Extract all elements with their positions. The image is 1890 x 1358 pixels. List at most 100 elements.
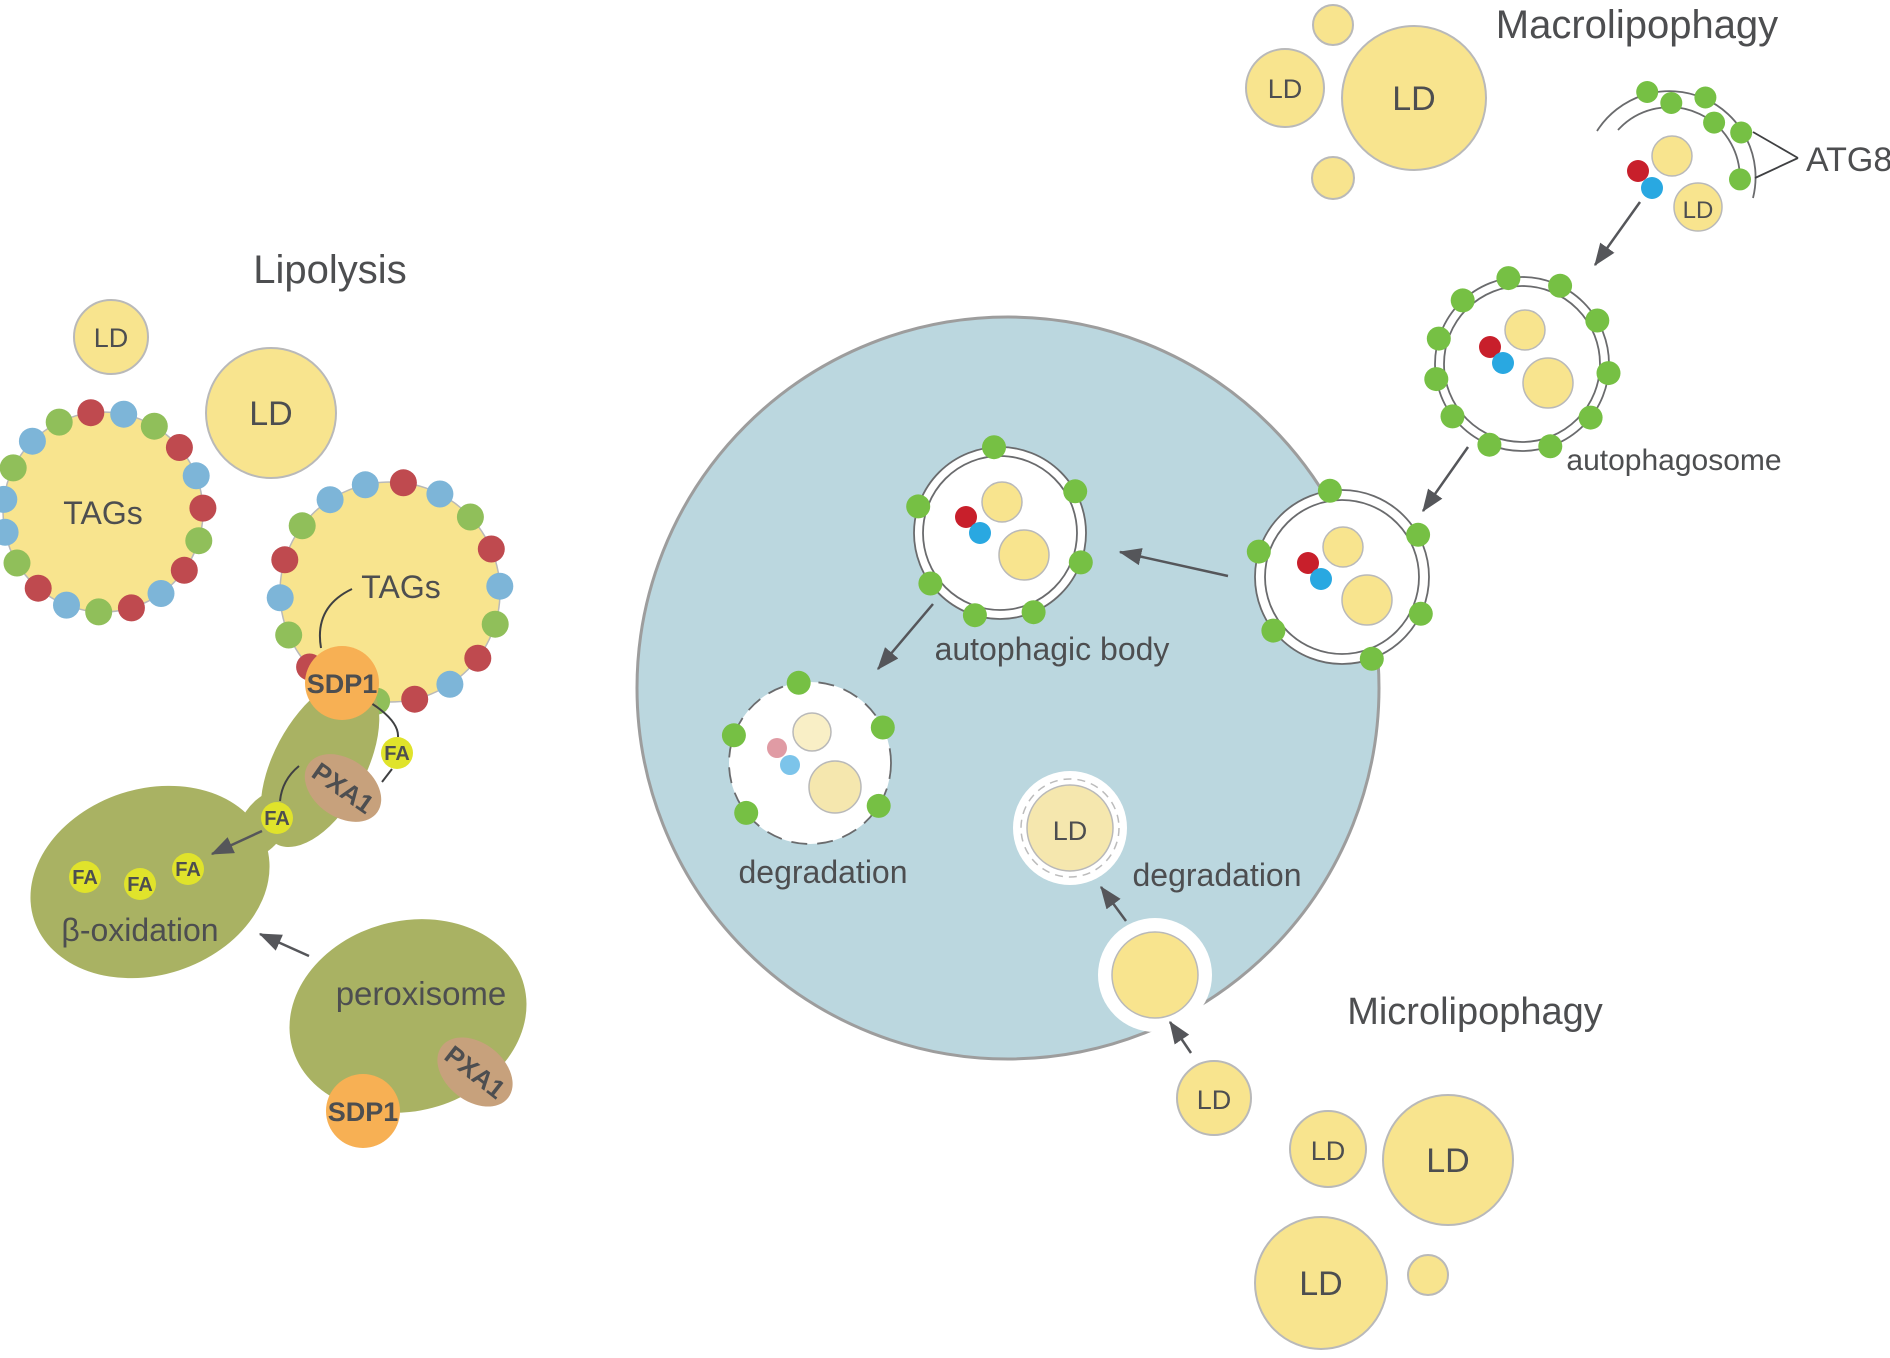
membrane-dot <box>351 471 379 499</box>
sdp1-label: SDP1 <box>307 669 378 699</box>
membrane-dot <box>456 503 484 531</box>
cargo-blue-dot <box>1310 568 1332 590</box>
lipid-droplet <box>1312 4 1354 46</box>
membrane-dot <box>117 594 145 622</box>
ld-label: LD <box>1197 1085 1232 1115</box>
cargo-red-dot <box>955 506 977 528</box>
membrane-dot <box>165 434 193 461</box>
membrane-dot <box>464 644 492 672</box>
tag-droplet-membrane <box>0 399 217 626</box>
lipid-droplet <box>1341 25 1487 171</box>
atg8-dot <box>1261 618 1286 643</box>
membrane-dot <box>147 580 175 607</box>
cargo-red-dot <box>1297 552 1319 574</box>
fa-label: FA <box>127 874 153 896</box>
atg8-dot <box>1440 404 1465 429</box>
arrow-fa-to-beta-oxidation <box>210 829 263 856</box>
vacuole <box>635 315 1381 1061</box>
membrane-dot <box>110 400 138 428</box>
membrane-dot <box>481 610 509 638</box>
membrane-dot <box>477 535 505 563</box>
lipid-droplet <box>808 760 862 814</box>
tags-label: TAGs <box>63 495 142 531</box>
lipolysis-title: Lipolysis <box>253 248 406 292</box>
fa-molecule <box>172 853 204 885</box>
ld-label: LD <box>1426 1142 1469 1180</box>
lipid-droplet <box>1504 309 1546 351</box>
atg8-dot <box>1450 288 1475 313</box>
membrane-dot <box>0 485 18 513</box>
membrane-dot <box>185 527 213 555</box>
peroxisome-label: peroxisome <box>336 975 507 1012</box>
vesicle-at-vacuole-membrane <box>1246 478 1433 671</box>
membrane-dot <box>24 574 52 602</box>
membrane-dot <box>85 598 113 626</box>
membrane-dot <box>182 462 210 490</box>
membrane-dot <box>389 469 417 497</box>
arrow-invagination-to-micro-body <box>1099 885 1128 922</box>
atg8-dot <box>1246 539 1271 564</box>
atg8-dot <box>786 670 811 695</box>
membrane-dot <box>170 556 198 584</box>
phagophore-atg8-dots <box>1636 81 1753 191</box>
ld-label: LD <box>1311 1136 1346 1166</box>
membrane-dot <box>316 486 344 514</box>
sdp1-to-fa-line <box>370 702 400 738</box>
membrane-dot <box>436 670 464 698</box>
atg8-dot <box>1578 405 1603 430</box>
pxa1-transporter <box>304 754 382 822</box>
lipid-droplet <box>1673 182 1723 232</box>
atg8-dot <box>906 494 931 519</box>
cargo-blue-dot <box>1492 352 1514 374</box>
vesicle-inner-membrane <box>1443 285 1601 443</box>
fa-label: FA <box>384 743 410 765</box>
lipid-droplet <box>73 299 149 375</box>
tag-droplet-membrane <box>266 469 514 715</box>
fa-label: FA <box>72 867 98 889</box>
ld-label: LD <box>1299 1265 1342 1303</box>
vesicle-outer-membrane <box>913 446 1087 620</box>
membrane-dot <box>3 549 31 577</box>
invaginating-ld <box>1111 931 1199 1019</box>
arrow-peroxisome-to-beta-oxidation <box>258 932 310 958</box>
pxa1-transporter <box>437 1037 513 1107</box>
lipid-droplet <box>1651 135 1693 177</box>
membrane-dot <box>271 546 299 574</box>
fa-molecule <box>261 802 293 834</box>
membrane-dot <box>140 412 168 440</box>
micro-body-membrane <box>1020 778 1120 878</box>
autophagosome-label: autophagosome <box>1566 444 1781 477</box>
atg8-dot <box>1359 646 1384 671</box>
atg8-label: ATG8 <box>1806 141 1890 179</box>
atg8-pointer-lines <box>1752 131 1799 179</box>
lipid-droplet <box>1245 48 1325 128</box>
membrane-dot <box>45 408 73 436</box>
lipid-droplet <box>1289 1110 1367 1188</box>
lipid-droplet <box>1322 526 1364 568</box>
fa-to-pxa1-line <box>381 768 393 783</box>
atg8-dot <box>1729 168 1751 191</box>
arrow-autophagic-body-to-degradation <box>877 603 934 670</box>
atg8-dot <box>1730 121 1753 144</box>
vesicle-outer-membrane <box>1254 489 1430 665</box>
atg8-dot <box>918 571 943 596</box>
membrane-dot <box>275 621 303 649</box>
atg8-dot <box>1496 266 1521 291</box>
atg8-dot <box>982 435 1006 460</box>
arrow-vesicle-to-autophagic-body <box>1118 548 1229 578</box>
autophagosome-vesicle <box>1424 266 1621 459</box>
fa-molecule <box>381 737 413 769</box>
vesicle-inner-membrane <box>1264 499 1420 655</box>
lipid-droplet <box>1522 357 1574 409</box>
lipid-droplet <box>981 481 1023 523</box>
sdp1-label: SDP1 <box>328 1097 399 1127</box>
beta-oxidation-label: β-oxidation <box>61 912 218 948</box>
degrading-autophagic-body <box>721 670 895 845</box>
lipid-droplet <box>1407 1254 1449 1296</box>
tags-label: TAGs <box>361 569 440 605</box>
atg8-dot <box>721 723 746 748</box>
autophagic-body <box>906 435 1093 628</box>
atg8-dot <box>1068 550 1093 575</box>
atg8-dot <box>1477 432 1502 457</box>
